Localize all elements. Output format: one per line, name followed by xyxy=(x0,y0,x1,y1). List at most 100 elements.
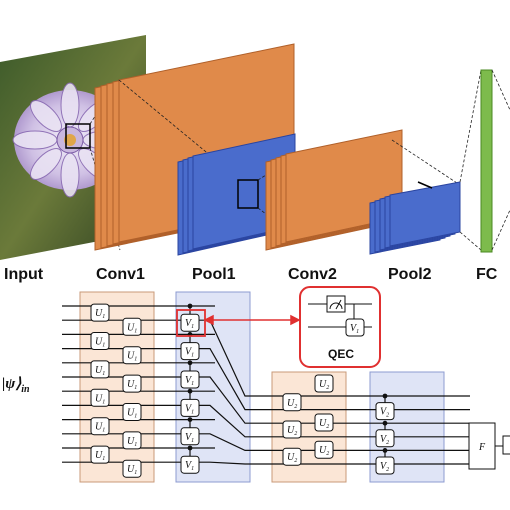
gate-index: 1 xyxy=(191,466,194,472)
svg-text:U1: U1 xyxy=(95,422,105,434)
svg-text:V2: V2 xyxy=(380,461,389,473)
qec-label: QEC xyxy=(328,347,354,361)
pool2-gate: V2 xyxy=(375,429,395,448)
conv1-gate: U1 xyxy=(90,417,110,436)
output-meter-icon xyxy=(502,435,510,455)
conv1-gate: U1 xyxy=(90,303,110,322)
svg-text:V1: V1 xyxy=(350,323,359,335)
svg-text:U2: U2 xyxy=(319,379,329,391)
svg-text:V1: V1 xyxy=(185,403,194,415)
gate-letter: U xyxy=(95,308,103,319)
conv1-gate: U1 xyxy=(122,374,142,393)
pool1-gate: V1 xyxy=(180,370,200,389)
gate-index: 1 xyxy=(191,353,194,359)
stage-label-input: Input xyxy=(4,266,44,283)
gate-letter: U xyxy=(95,365,103,376)
stage-label-conv2: Conv2 xyxy=(288,266,337,283)
svg-text:U1: U1 xyxy=(127,464,137,476)
gate-letter: U xyxy=(95,450,103,461)
gate-letter: U xyxy=(127,379,135,390)
gate-letter: U xyxy=(319,445,327,456)
gates-layer: U1U1U1U1U1U1U1U1U1U1U1U1V1V1V1V1V1V1U2U2… xyxy=(90,303,395,478)
svg-text:U1: U1 xyxy=(95,308,105,320)
gate-letter: U xyxy=(95,337,103,348)
gate-index: 2 xyxy=(386,467,389,473)
qec-highlight xyxy=(176,309,206,337)
svg-text:U1: U1 xyxy=(127,379,137,391)
svg-text:U1: U1 xyxy=(127,436,137,448)
gate-index: 1 xyxy=(102,399,105,405)
gate-index: 1 xyxy=(191,381,194,387)
svg-text:U2: U2 xyxy=(287,452,297,464)
gate-letter: U xyxy=(127,351,135,362)
gate-index: 1 xyxy=(191,409,194,415)
gate-index: 1 xyxy=(134,470,137,476)
pool1-gate: V1 xyxy=(180,455,200,474)
pool2-gate: V2 xyxy=(375,456,395,475)
gate-letter: V xyxy=(185,375,193,386)
conv1-gate: U1 xyxy=(122,459,142,478)
gate-index: 2 xyxy=(294,404,297,410)
gate-letter: U xyxy=(127,464,135,475)
svg-text:|ψ⟩in: |ψ⟩in xyxy=(2,376,30,395)
pool1-gate: V1 xyxy=(180,313,200,332)
qec-box: V1 QEC xyxy=(299,286,381,368)
stage-label-conv1: Conv1 xyxy=(96,266,145,283)
qec-arrow xyxy=(203,314,301,326)
pool2-block xyxy=(369,69,482,255)
pool2-gate: V2 xyxy=(375,402,395,421)
gate-letter: V xyxy=(380,434,388,445)
conv1-gate: U1 xyxy=(122,403,142,421)
conv1-gate: U1 xyxy=(122,431,142,450)
gate-index: 1 xyxy=(102,456,105,462)
gate-letter: U xyxy=(319,379,327,390)
svg-text:U1: U1 xyxy=(127,351,137,363)
gate-index: 1 xyxy=(102,428,105,434)
svg-text:U2: U2 xyxy=(287,398,297,410)
gate-letter: V xyxy=(185,347,193,358)
gate-index: 1 xyxy=(102,371,105,377)
svg-text:V1: V1 xyxy=(185,460,194,472)
svg-text:V2: V2 xyxy=(380,407,389,419)
svg-text:V1: V1 xyxy=(185,347,194,359)
stage-label-pool2: Pool2 xyxy=(388,266,432,283)
svg-text:V2: V2 xyxy=(380,434,389,446)
gate-letter: U xyxy=(127,322,135,333)
gate-index: 2 xyxy=(386,413,389,419)
gate-index: 1 xyxy=(191,438,194,444)
svg-text:U1: U1 xyxy=(127,322,137,334)
gate-index: 2 xyxy=(326,385,329,391)
gate-letter: U xyxy=(95,393,103,404)
meter-icon xyxy=(326,295,346,313)
svg-text:U2: U2 xyxy=(287,425,297,437)
svg-text:V1: V1 xyxy=(185,375,194,387)
svg-text:U1: U1 xyxy=(95,337,105,349)
conv2-gate: U2 xyxy=(314,374,334,393)
conv2-gate: U2 xyxy=(282,447,302,466)
conv1-gate: U1 xyxy=(122,346,142,365)
gate-letter: U xyxy=(287,398,295,409)
input-state-label: |ψ⟩in xyxy=(2,376,30,395)
gate-index: 1 xyxy=(134,385,137,391)
svg-text:U2: U2 xyxy=(319,418,329,430)
gate-letter: V xyxy=(185,460,193,471)
fc-layer xyxy=(480,69,510,253)
pool1-gate: V1 xyxy=(180,398,200,417)
gate-index: 1 xyxy=(134,442,137,448)
gate-letter: U xyxy=(287,452,295,463)
svg-text:U1: U1 xyxy=(95,450,105,462)
gate-letter: V xyxy=(185,403,193,414)
gate-letter: U xyxy=(95,422,103,433)
gate-letter: V xyxy=(185,432,193,443)
fc-gate: F xyxy=(468,422,510,470)
pool1-gate: V1 xyxy=(180,342,200,361)
conv2-gate: U2 xyxy=(314,413,334,432)
svg-text:F: F xyxy=(478,442,486,453)
conv1-gate: U1 xyxy=(90,360,110,379)
gate-index: 2 xyxy=(294,431,297,437)
conv1-gate: U1 xyxy=(122,317,142,336)
conv1-gate: U1 xyxy=(90,445,110,464)
stage-label-pool1: Pool1 xyxy=(192,266,236,283)
